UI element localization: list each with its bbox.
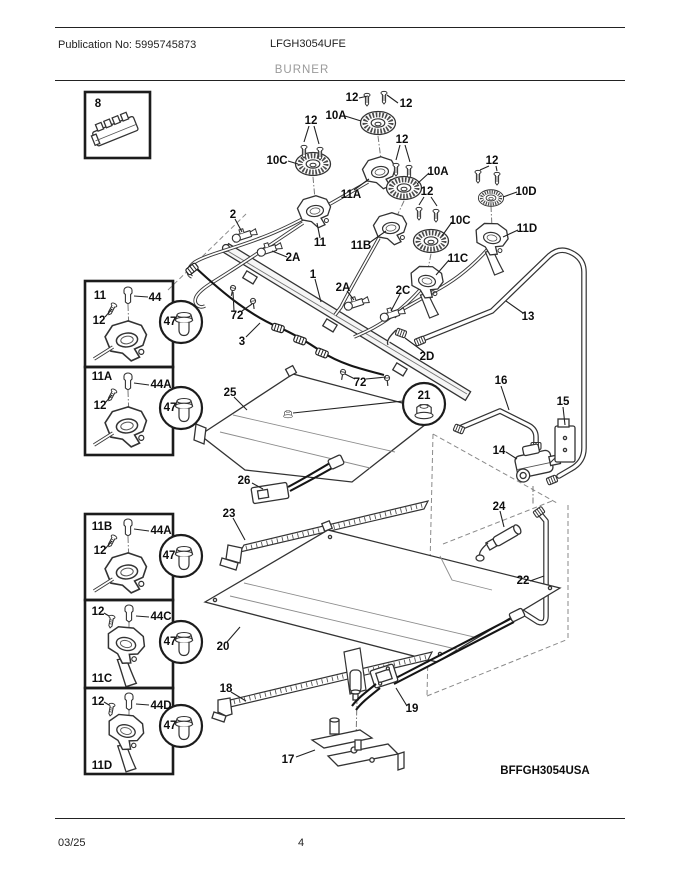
callout-11C: 11C	[91, 673, 113, 685]
callout-20: 20	[216, 641, 230, 653]
callout-2A: 2A	[335, 282, 351, 294]
callout-44A: 44A	[150, 525, 172, 537]
footer-rule	[55, 818, 625, 819]
callout-11: 11	[93, 290, 107, 302]
callout-24: 24	[492, 501, 506, 513]
callout-12: 12	[91, 696, 105, 708]
callout-44: 44	[148, 292, 162, 304]
callout-16: 16	[494, 375, 508, 387]
callout-8: 8	[94, 98, 102, 110]
callout-22: 22	[516, 575, 530, 587]
inset-box-8	[83, 90, 152, 160]
callout-11A: 11A	[91, 371, 113, 383]
callout-11D: 11D	[516, 223, 538, 235]
callout-12: 12	[93, 545, 107, 557]
igniter-bracket-17	[310, 717, 405, 771]
callout-47: 47	[162, 550, 176, 562]
burner-cap-10D	[476, 187, 506, 209]
model-number: LFGH3054UFE	[270, 38, 346, 50]
callout-47: 47	[163, 402, 177, 414]
ignition-harness	[184, 261, 385, 377]
callout-44D: 44D	[150, 700, 172, 712]
front-rail-18	[211, 647, 434, 723]
callout-10A: 10A	[325, 110, 347, 122]
publication-number: Publication No: 5995745873	[58, 39, 197, 51]
fitting-2D	[386, 327, 408, 346]
callout-44A: 44A	[150, 379, 172, 391]
callout-12: 12	[345, 92, 359, 104]
callout-25: 25	[223, 387, 237, 399]
callout-2C: 2C	[395, 285, 411, 297]
burner-base-11D	[469, 220, 511, 276]
callout-19: 19	[405, 703, 419, 715]
callout-21: 21	[417, 390, 431, 402]
callout-circle-21	[401, 381, 447, 427]
regulator-pipe-16	[452, 408, 542, 451]
callout-12: 12	[399, 98, 413, 110]
supply-pipe-13	[413, 247, 587, 486]
callout-10A: 10A	[427, 166, 449, 178]
callout-12: 12	[420, 186, 434, 198]
callout-2: 2	[229, 209, 237, 221]
burner-cap-10A-top	[361, 112, 396, 135]
leader-lines	[103, 94, 566, 758]
callout-12: 12	[395, 134, 409, 146]
page-title: BURNER	[274, 64, 330, 76]
callout-11B: 11B	[350, 240, 372, 252]
callout-47: 47	[163, 636, 177, 648]
callout-11C: 11C	[447, 253, 469, 265]
burner-cap-10A-right	[387, 177, 422, 200]
callout-12: 12	[92, 315, 106, 327]
callout-11: 11	[313, 237, 327, 249]
callout-12: 12	[485, 155, 499, 167]
spark-module	[90, 111, 139, 147]
callout-47: 47	[163, 316, 177, 328]
igniter-wires-19	[351, 607, 526, 711]
burner-cap-10C-left	[296, 153, 331, 176]
callout-3: 3	[238, 336, 246, 348]
callout-17: 17	[281, 754, 295, 766]
main-burner-box-20	[203, 519, 562, 663]
callout-11B: 11B	[91, 521, 113, 533]
callout-11A: 11A	[340, 189, 362, 201]
callout-2A: 2A	[285, 252, 301, 264]
callout-18: 18	[219, 683, 233, 695]
callout-14: 14	[492, 445, 506, 457]
orifice-detail-circles	[158, 299, 204, 749]
burner-cap-10C-right	[414, 230, 449, 253]
callout-13: 13	[521, 311, 535, 323]
pressure-regulator-14	[514, 443, 562, 483]
callout-12: 12	[91, 606, 105, 618]
top-rule	[55, 27, 625, 28]
callout-47: 47	[163, 720, 177, 732]
callout-10C: 10C	[449, 215, 471, 227]
callout-72: 72	[230, 310, 244, 322]
callout-44C: 44C	[150, 611, 172, 623]
header-rule	[55, 80, 625, 81]
callout-11D: 11D	[91, 760, 113, 772]
callout-1: 1	[309, 269, 317, 281]
burner-box-panel-25	[193, 364, 442, 483]
valve-2A-left	[254, 238, 284, 258]
callout-12: 12	[304, 115, 318, 127]
callout-12: 12	[93, 400, 107, 412]
regulator-bracket-15	[549, 418, 576, 464]
support-rail-23	[219, 500, 430, 571]
elbow-fitting-24	[475, 524, 522, 562]
callout-10D: 10D	[515, 186, 537, 198]
callout-15: 15	[556, 396, 570, 408]
callout-26: 26	[237, 475, 251, 487]
callout-23: 23	[222, 508, 236, 520]
footer-date: 03/25	[58, 837, 86, 849]
callout-2D: 2D	[419, 351, 435, 363]
diagram-code: BFFGH3054USA	[500, 765, 590, 777]
callout-10C: 10C	[266, 155, 288, 167]
callout-72: 72	[353, 377, 367, 389]
footer-page-number: 4	[298, 837, 305, 849]
